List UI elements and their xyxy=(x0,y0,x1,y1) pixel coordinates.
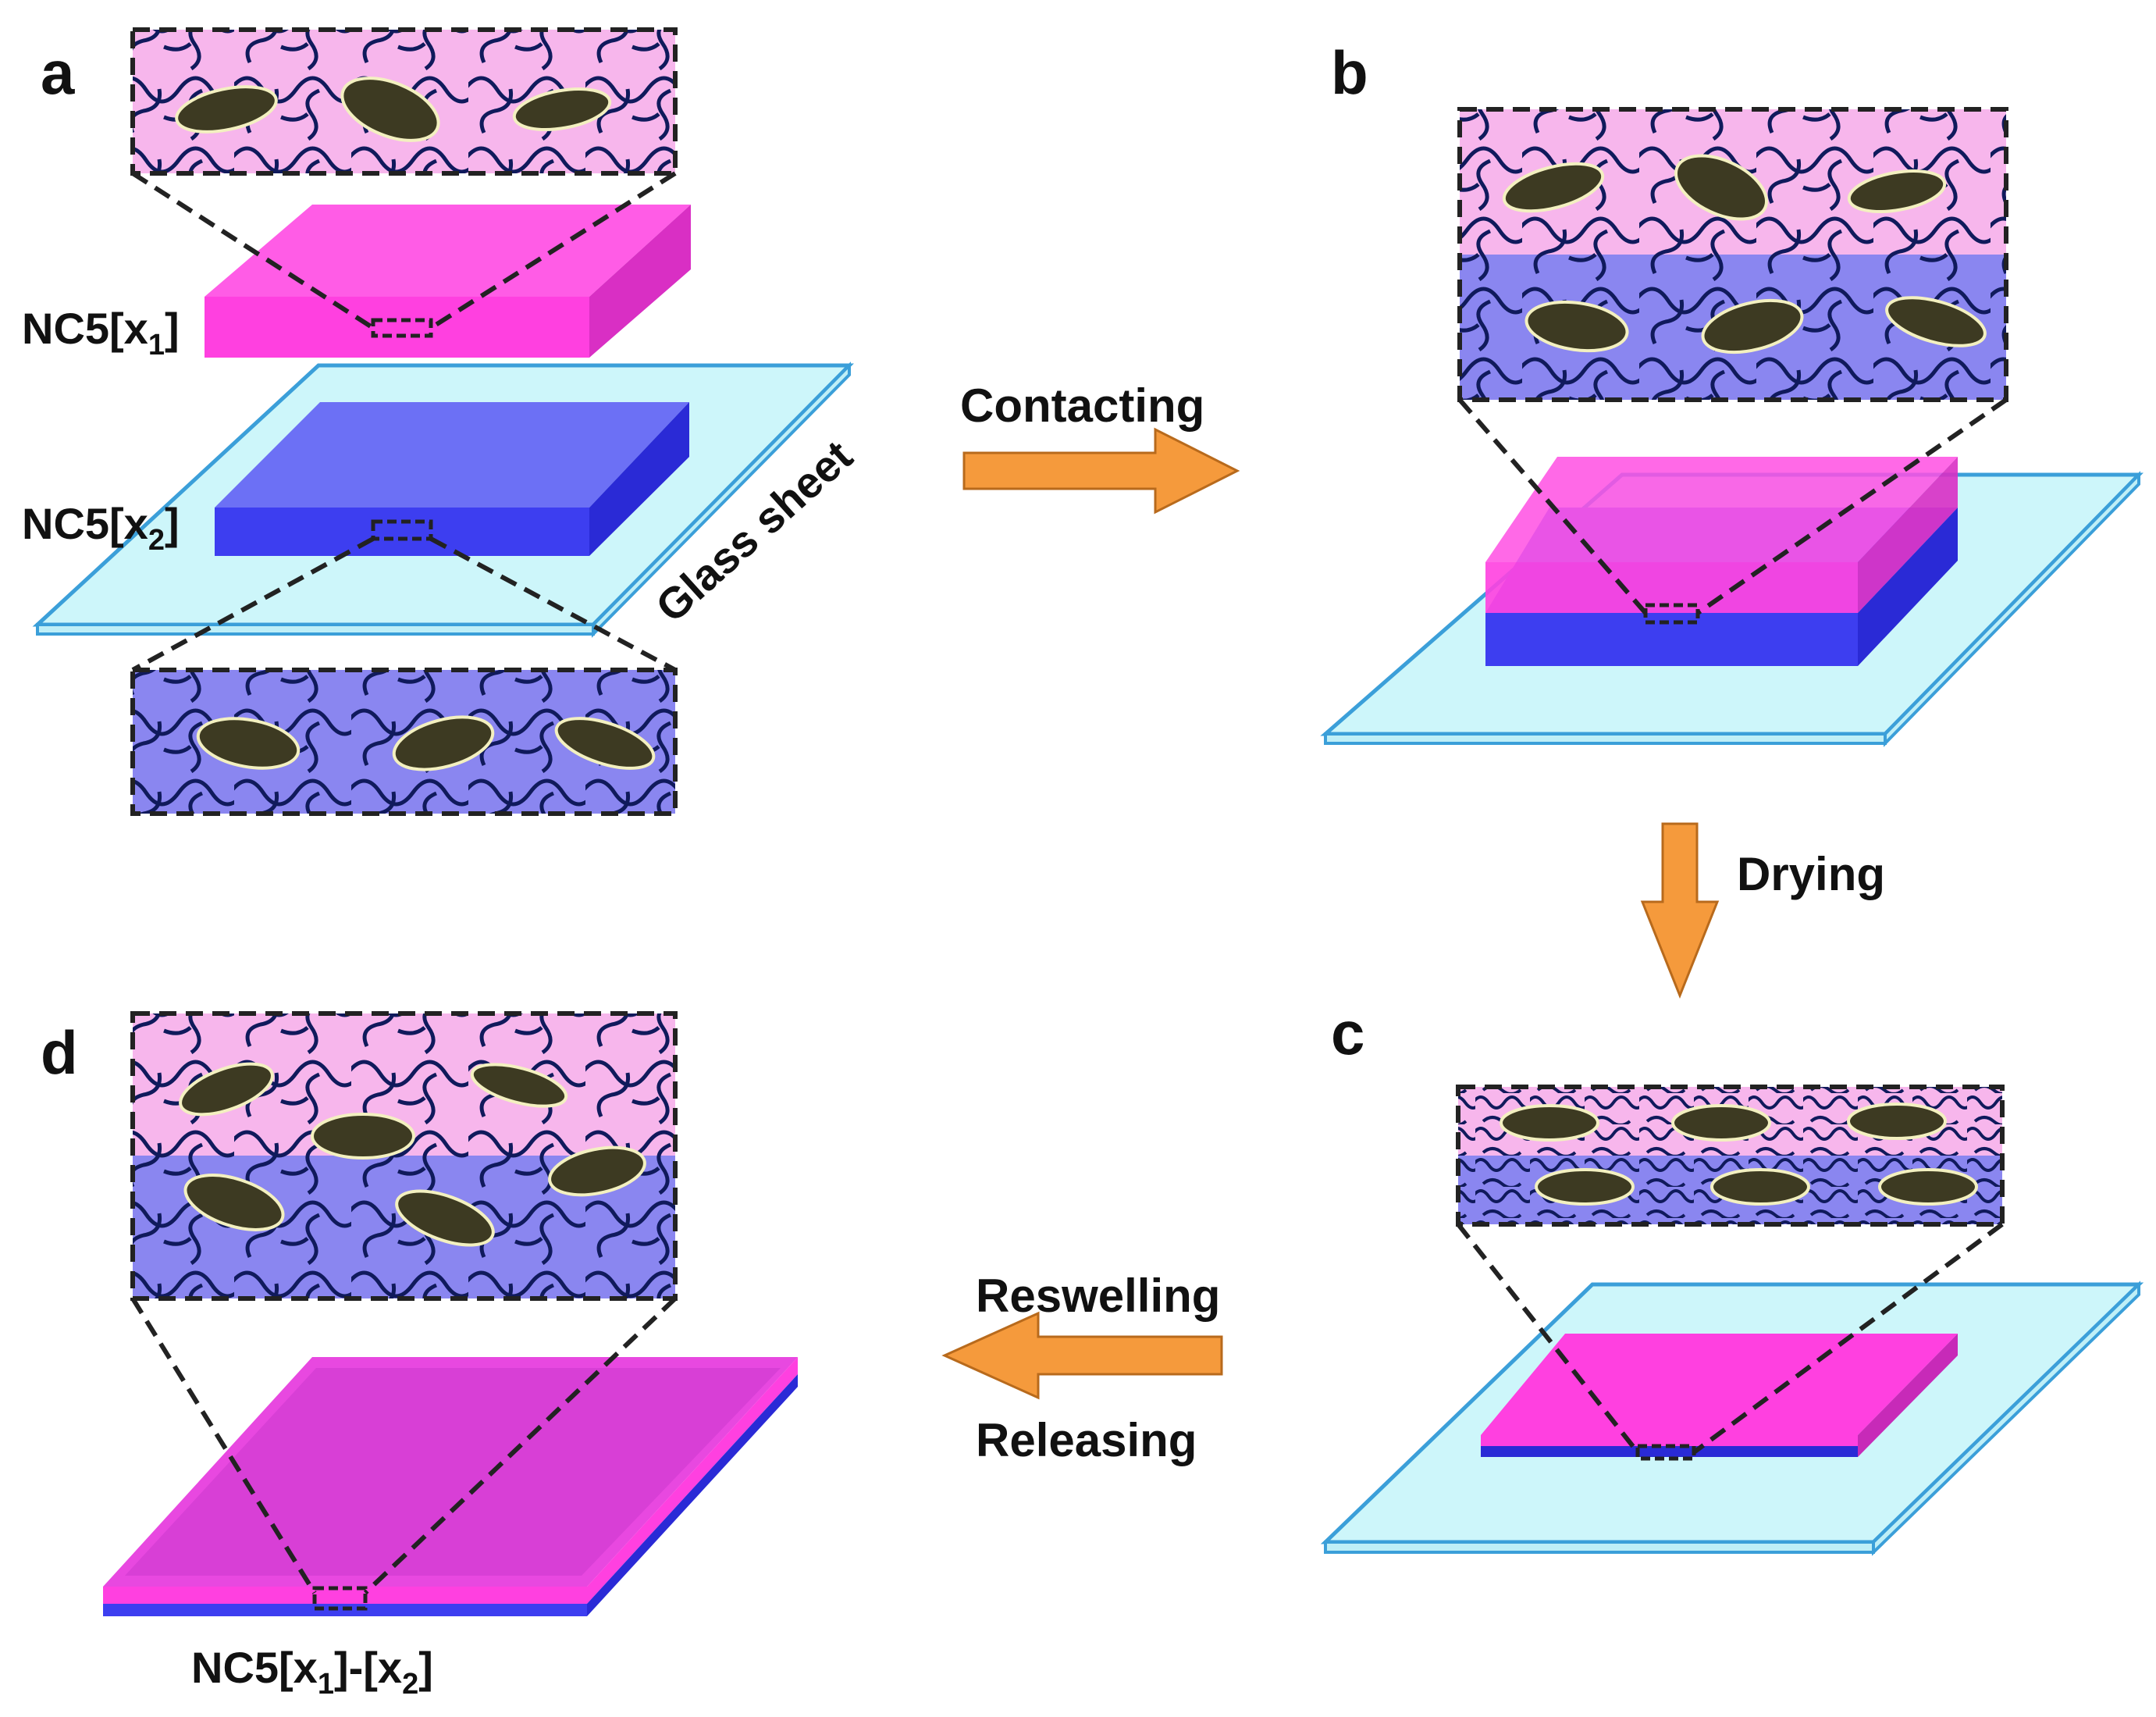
clay-platelet-icon xyxy=(179,1062,646,1247)
label-drying: Drying xyxy=(1737,848,1885,900)
panel-c: c xyxy=(1320,999,2144,1556)
arrow-drying: Drying xyxy=(1640,822,1885,999)
zoom-box-bottom-a xyxy=(130,668,678,816)
gel-slab-x1 xyxy=(205,205,691,358)
dried-bilayer-c xyxy=(1481,1334,1958,1457)
panel-letter-d: d xyxy=(41,1018,78,1087)
gel-slab-x2 xyxy=(215,402,689,556)
panel-d: d NC5[x1]-[x2] xyxy=(41,1011,798,1701)
clay-platelet-icon xyxy=(1500,1103,1978,1206)
arrow-reswelling: Reswelling Releasing xyxy=(941,1270,1223,1466)
label-reswelling: Reswelling xyxy=(976,1270,1220,1322)
zoom-box-top-a xyxy=(130,27,678,176)
panel-letter-c: c xyxy=(1331,999,1364,1067)
panel-letter-a: a xyxy=(41,38,75,107)
stacked-gels-b xyxy=(1485,457,1958,666)
zoom-box-d xyxy=(130,1011,678,1301)
zoom-box-c xyxy=(1456,1085,2005,1227)
clay-platelet-icon xyxy=(196,715,656,771)
zoom-box-b xyxy=(1457,107,2008,402)
label-gel-x1: NC5[x1] xyxy=(22,304,180,362)
label-gel-x2: NC5[x2] xyxy=(22,499,180,557)
arrow-contacting: Contacting xyxy=(960,379,1240,515)
panel-letter-b: b xyxy=(1331,38,1368,107)
released-bilayer-d xyxy=(103,1357,798,1616)
panel-a: a NC5[x1] Glas xyxy=(22,27,862,816)
label-contacting: Contacting xyxy=(960,379,1204,432)
panel-b: b xyxy=(1320,38,2144,747)
clay-platelet-icon xyxy=(1502,154,1987,354)
label-bilayer: NC5[x1]-[x2] xyxy=(191,1643,433,1701)
clay-platelet-icon xyxy=(175,77,612,142)
label-releasing: Releasing xyxy=(976,1414,1197,1466)
